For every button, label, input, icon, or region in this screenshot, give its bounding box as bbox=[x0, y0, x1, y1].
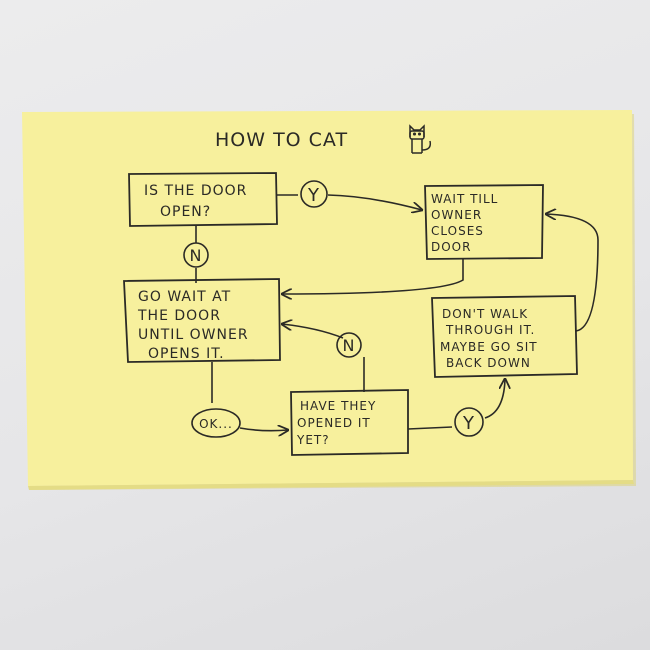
no-label-1: N bbox=[190, 246, 203, 265]
node-opened-yet-text: HAVE THEY OPENED IT YET? bbox=[296, 399, 381, 447]
edge-wait-to-go-wait bbox=[282, 258, 464, 294]
edge-yes-to-dont-walk bbox=[484, 379, 505, 419]
yes-label-2: Y bbox=[462, 413, 475, 434]
yes-circle-2 bbox=[454, 407, 484, 437]
node-dont-walk-text: DON'T WALK THROUGH IT. MAYBE GO SIT BACK… bbox=[440, 307, 542, 370]
edge-yes-to-wait bbox=[327, 194, 422, 210]
sticky-note-pad bbox=[22, 110, 636, 490]
ok-oval bbox=[191, 408, 241, 438]
yes-label-1: Y bbox=[307, 185, 320, 206]
node-go-wait-text: GO WAIT AT THE DOOR UNTIL OWNER OPENS IT… bbox=[137, 289, 254, 362]
edge-opened-to-yes bbox=[407, 426, 453, 430]
no-circle-2 bbox=[336, 332, 362, 358]
cat-doodle-icon bbox=[409, 124, 432, 154]
ok-label: OK... bbox=[199, 417, 233, 431]
node-opened-yet-box bbox=[290, 389, 409, 456]
node-door-open-text: IS THE DOOR OPEN? bbox=[144, 183, 253, 220]
node-wait-till-box bbox=[424, 184, 544, 260]
node-wait-till-text: WAIT TILL OWNER CLOSES DOOR bbox=[431, 192, 503, 254]
edge-dont-walk-to-wait bbox=[546, 214, 599, 332]
yes-circle-1 bbox=[300, 180, 328, 208]
no-label-2: N bbox=[343, 336, 356, 355]
edge-ok-to-opened bbox=[239, 428, 288, 431]
node-dont-walk-box bbox=[431, 295, 578, 378]
no-circle-1 bbox=[183, 242, 209, 268]
connectors bbox=[195, 194, 599, 431]
edge-no-to-go-wait-2 bbox=[282, 324, 344, 339]
node-door-open-box bbox=[128, 172, 278, 227]
page-title: How to cat bbox=[215, 129, 348, 151]
node-go-wait-box bbox=[123, 278, 281, 363]
